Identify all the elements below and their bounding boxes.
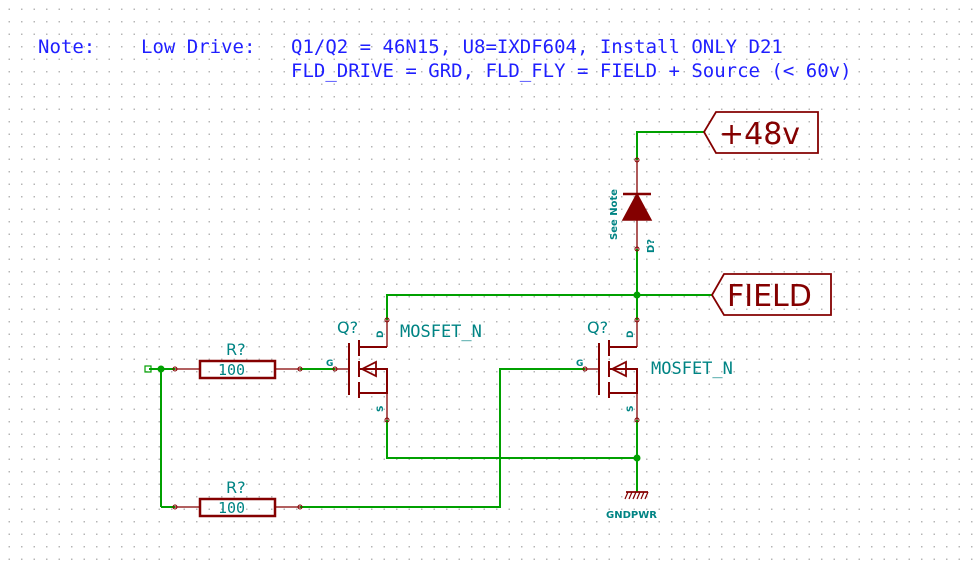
note-line-2: FLD_DRIVE = GRD, FLD_FLY = FIELD + Sourc…	[291, 60, 852, 82]
diode-symbol	[621, 192, 653, 221]
junction-input	[157, 365, 165, 373]
q2-ref: Q?	[587, 318, 608, 337]
diode-value: See Note	[609, 189, 620, 240]
ground-label: GNDPWR	[606, 510, 657, 521]
wire-gate-q2	[300, 368, 585, 508]
field-text: FIELD	[727, 279, 812, 314]
wire-field-bus	[386, 294, 712, 320]
note-label: Note:	[38, 36, 95, 58]
junction-source	[633, 454, 641, 462]
resistor-r2: R? 100	[172, 478, 303, 518]
mosfet-q2: G D S Q? MOSFET_N	[576, 317, 733, 423]
q1-pin-g: G	[326, 359, 333, 369]
wire-source-bus	[386, 420, 637, 459]
design-note: Note: Low Drive: Q1/Q2 = 46N15, U8=IXDF6…	[38, 36, 852, 82]
q2-pin-g: G	[576, 359, 583, 369]
q1-ref: Q?	[337, 318, 358, 337]
r2-ref: R?	[226, 478, 246, 497]
r1-ref: R?	[226, 340, 246, 359]
r2-value: 100	[218, 499, 245, 517]
diode-ref: D?	[646, 239, 657, 253]
q1-pin-d: D	[376, 331, 386, 338]
input-pin-marker	[144, 365, 152, 373]
q2-value: MOSFET_N	[651, 359, 733, 379]
junctions	[144, 291, 641, 462]
note-mode: Low Drive:	[141, 36, 255, 58]
r1-value: 100	[218, 361, 245, 379]
resistor-r1: R? 100	[172, 340, 303, 380]
diode: See Note D?	[609, 157, 657, 253]
global-label-vplus: +48v	[702, 111, 819, 154]
q2-pin-s: S	[626, 406, 636, 412]
r2-body	[198, 497, 277, 518]
ground-symbol: GNDPWR	[606, 491, 657, 521]
q1-pin-s: S	[376, 406, 386, 412]
q1-value: MOSFET_N	[400, 322, 482, 342]
q2-pin-d: D	[626, 331, 636, 338]
global-label-field: FIELD	[710, 273, 832, 316]
wire-vplus	[636, 131, 704, 160]
mosfet-q1: G D S Q? MOSFET_N	[326, 317, 482, 423]
note-line-1: Q1/Q2 = 46N15, U8=IXDF604, Install ONLY …	[291, 36, 783, 58]
junction-field	[633, 291, 641, 299]
r1-body	[198, 359, 277, 380]
wires	[149, 131, 712, 508]
vplus-text: +48v	[719, 117, 800, 152]
